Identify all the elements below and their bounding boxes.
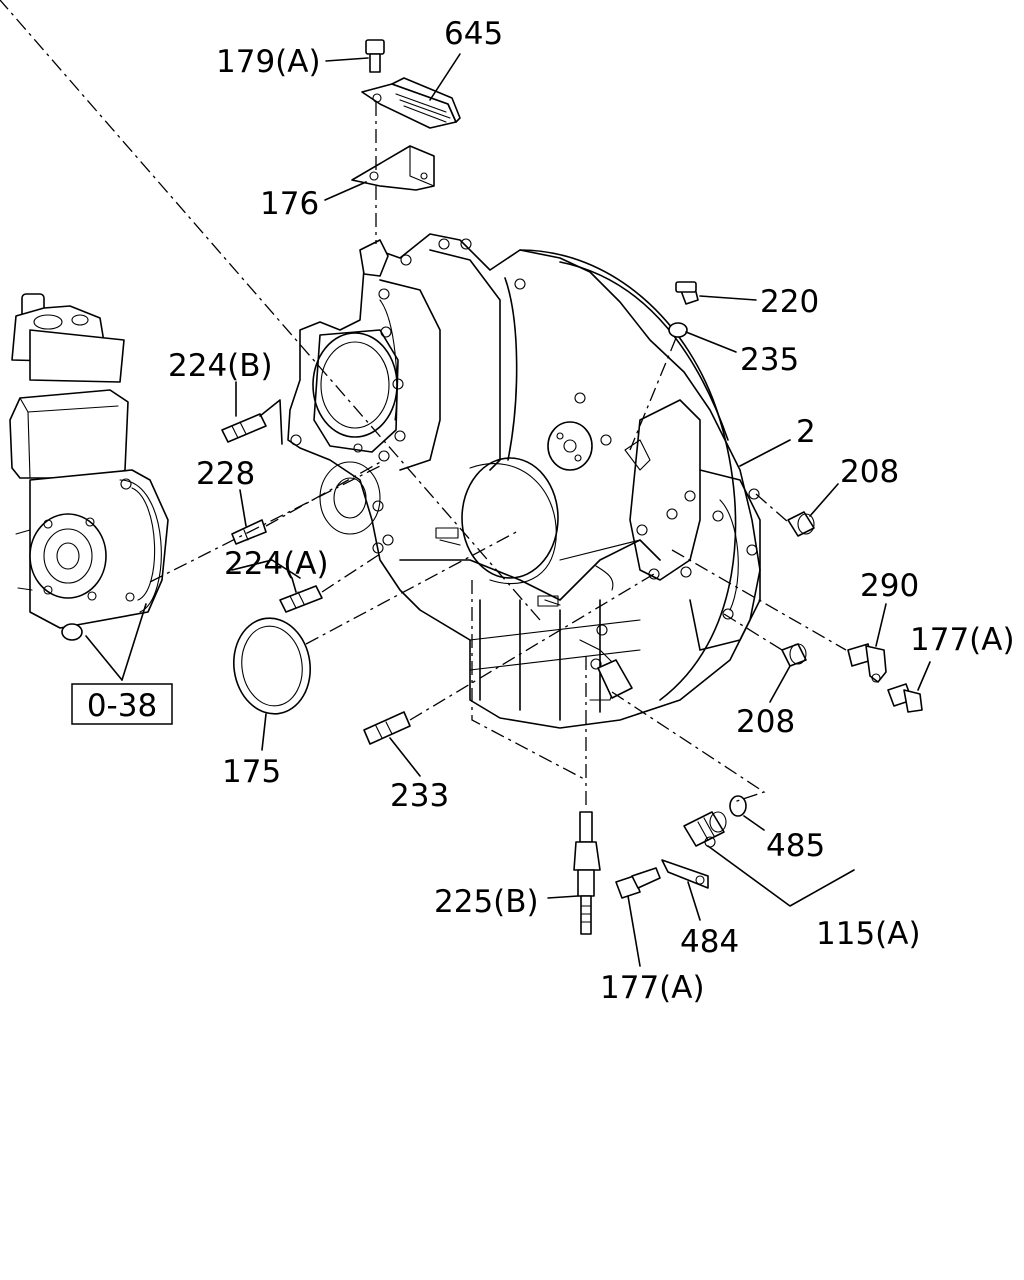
label-176: 176 xyxy=(260,186,319,222)
label-175: 175 xyxy=(222,754,281,790)
part-208-plug-upper xyxy=(787,511,815,537)
leader-lines xyxy=(85,53,931,967)
part-177a-bolt-right xyxy=(887,683,923,713)
label-220: 220 xyxy=(760,284,819,320)
part-177a-bolt-bottom xyxy=(615,867,661,899)
label-224b: 224(B) xyxy=(168,348,273,384)
label-2: 2 xyxy=(796,414,816,450)
part-485-oring xyxy=(729,795,747,817)
part-220-plug xyxy=(675,281,699,305)
part-235-oring xyxy=(668,322,688,338)
label-228: 228 xyxy=(196,456,255,492)
label-235: 235 xyxy=(740,342,799,378)
part-224a-stud xyxy=(279,585,323,613)
part-115a-sensor xyxy=(683,811,727,848)
part-225b-sensor xyxy=(573,811,601,935)
reference-box-text: 0-38 xyxy=(87,688,157,724)
part-233-stud xyxy=(363,711,411,745)
part-484-bracket xyxy=(661,859,709,889)
label-224a: 224(A) xyxy=(224,546,329,582)
label-208-upper: 208 xyxy=(840,454,899,490)
air-compressor xyxy=(9,293,169,641)
label-233: 233 xyxy=(390,778,449,814)
part-224b-stud xyxy=(221,413,267,443)
housing-bolt-holes xyxy=(290,238,760,670)
part-175-seal xyxy=(232,617,312,715)
part-208-plug-lower xyxy=(781,643,807,667)
reference-box-group: 0-38 xyxy=(71,683,173,725)
part-179a-bolt xyxy=(365,39,385,73)
label-177a-right: 177(A) xyxy=(910,622,1015,658)
label-179a-top: 179(A) xyxy=(216,44,321,80)
label-208-lower: 208 xyxy=(736,704,795,740)
flywheel-housing xyxy=(287,233,761,729)
label-290: 290 xyxy=(860,568,919,604)
part-176-bracket xyxy=(351,145,435,191)
label-225b: 225(B) xyxy=(434,884,539,920)
label-484: 484 xyxy=(680,924,739,960)
label-645: 645 xyxy=(444,16,503,52)
label-177a-bottom: 177(A) xyxy=(600,970,705,1006)
part-labels: 179(A) 645 176 220 235 224(B) 2 228 208 … xyxy=(168,16,1015,1006)
reference-box xyxy=(71,683,173,725)
alignment-lines xyxy=(0,0,847,808)
part-290-sensor xyxy=(847,643,887,683)
part-645-bracket xyxy=(361,77,461,129)
label-485: 485 xyxy=(766,828,825,864)
label-115a: 115(A) xyxy=(816,916,921,952)
